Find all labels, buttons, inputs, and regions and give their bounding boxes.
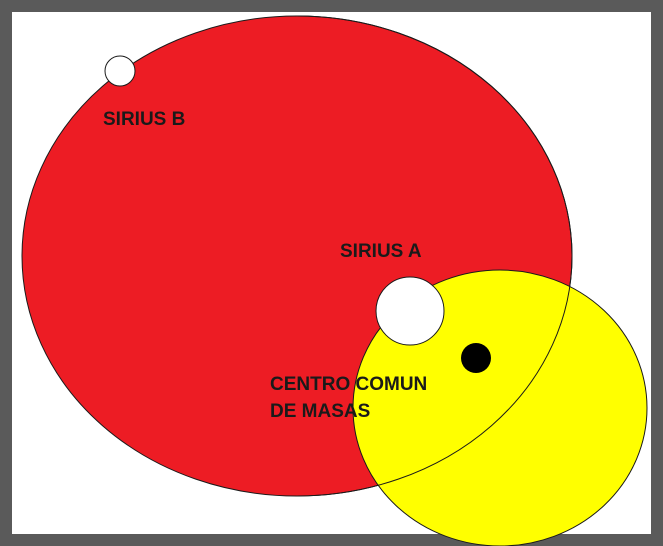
sirius-b-star <box>104 55 136 87</box>
sirius-a-star <box>375 276 445 346</box>
center-of-mass-label-line1: CENTRO COMUN <box>270 374 427 395</box>
sirius-b-orbit-outline <box>296 15 573 497</box>
sirius-b-label: SIRIUS B <box>103 109 185 130</box>
center-of-mass-label-line2: DE MASAS <box>270 401 370 422</box>
sirius-a-label: SIRIUS A <box>340 241 422 262</box>
center-of-mass-dot <box>461 343 491 373</box>
